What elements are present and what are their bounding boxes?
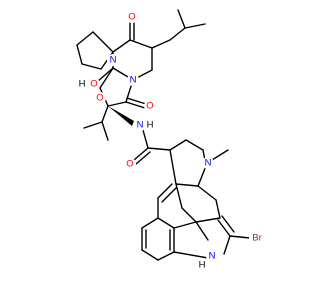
atom-o-oxazolidine: O bbox=[94, 92, 106, 104]
atom-labels: O O H N N O O N H O bbox=[79, 11, 265, 271]
atom-n-indole: N H bbox=[199, 250, 218, 271]
atom-o-hydroxyl-text: O bbox=[90, 79, 97, 90]
atom-o-carboxamide: O bbox=[124, 158, 136, 170]
atom-o-ring-ketone: O bbox=[126, 11, 138, 23]
atom-o-ring-ketone-text: O bbox=[128, 12, 135, 23]
atom-n-amide-ring-text: N bbox=[130, 75, 137, 86]
atom-n-methyl: N bbox=[202, 157, 214, 169]
ergoline-core bbox=[141, 139, 251, 261]
atom-h-hydroxyl-text: H bbox=[79, 79, 86, 90]
atom-o-lactam: O bbox=[144, 100, 156, 112]
atom-n-amide-ring: N bbox=[127, 74, 139, 86]
pyrrolidine-ring bbox=[76, 31, 114, 70]
atom-n-lactam-text: N bbox=[110, 55, 117, 66]
atom-n-indole-text: N bbox=[209, 251, 216, 262]
stereo-wedge bbox=[108, 106, 134, 126]
atom-h-indole-text: H bbox=[199, 260, 206, 271]
atom-o-lactam-text: O bbox=[146, 101, 153, 112]
atom-br-text: Br bbox=[252, 233, 262, 244]
atom-n-lactam: N bbox=[107, 54, 119, 66]
atom-hydroxyl: O H bbox=[79, 78, 100, 90]
isopropyl-group bbox=[83, 105, 134, 141]
atom-n-amide-text: N bbox=[137, 120, 144, 131]
atom-o-oxazolidine-text: O bbox=[96, 93, 103, 104]
molecule-structure: O O H N N O O N H O bbox=[76, 9, 265, 271]
atom-h-amide-text: H bbox=[147, 120, 154, 131]
atom-o-carboxamide-text: O bbox=[126, 159, 133, 170]
atom-bromine: Br bbox=[249, 231, 265, 245]
atom-n-methyl-text: N bbox=[205, 158, 212, 169]
atom-n-amide: N H bbox=[134, 119, 154, 131]
carboxamide-linker bbox=[133, 129, 171, 165]
piperazinedione-ring bbox=[112, 9, 206, 81]
